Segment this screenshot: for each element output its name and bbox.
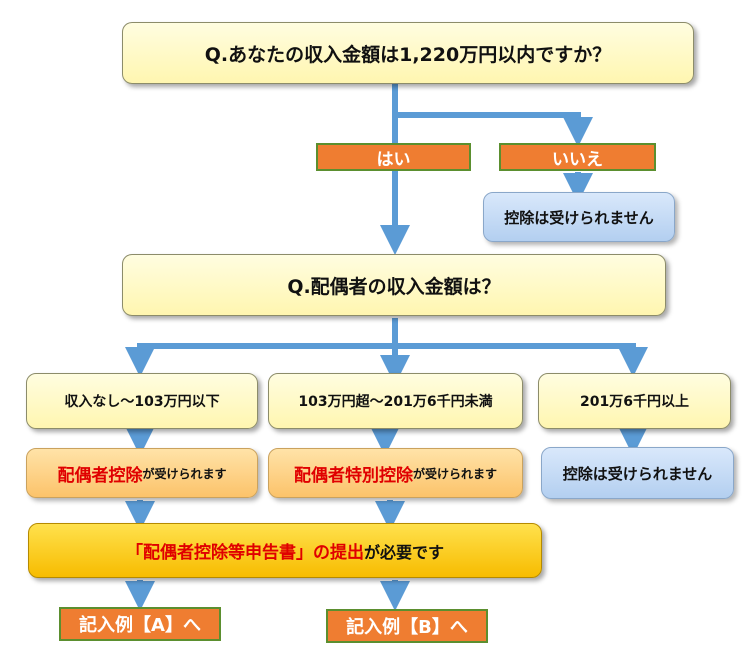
range-mid-box: 103万円超～201万6千円未満: [268, 373, 523, 429]
declaration-requirement: 「配偶者控除等申告書」の提出 が必要です: [28, 523, 542, 578]
range-low-box: 収入なし～103万円以下: [26, 373, 258, 429]
range-high-box: 201万6千円以上: [538, 373, 731, 429]
special-deduction-result: 配偶者特別控除 が受けられます: [268, 448, 523, 498]
spouse-deduction-result: 配偶者控除 が受けられます: [26, 448, 258, 498]
question-spouse-income: Q.配偶者の収入金額は？: [122, 254, 666, 316]
arrow-q2-left: [125, 343, 395, 377]
special-deduction-emphasis: 配偶者特別控除: [293, 465, 413, 486]
special-deduction-suffix: が受けられます: [412, 466, 497, 481]
question-income: Q.あなたの収入金額は1,220万円以内ですか？: [122, 22, 694, 84]
no-deduction-box: 控除は受けられません: [483, 192, 675, 242]
answer-yes-label: はい: [316, 143, 471, 171]
example-b-label: 記入例【B】へ: [326, 609, 488, 643]
answer-no-label: いいえ: [499, 143, 656, 171]
arrow-q2-right: [395, 343, 648, 377]
spouse-deduction-suffix: が受けられます: [142, 466, 227, 481]
declaration-requirement-emphasis: 「配偶者控除等申告書」の提出: [125, 543, 364, 563]
spouse-deduction-emphasis: 配偶者控除: [57, 465, 143, 486]
no-deduction-box-2: 控除は受けられません: [541, 447, 734, 499]
arrow-no-branch: [395, 112, 593, 147]
example-a-label: 記入例【A】へ: [59, 607, 221, 641]
declaration-requirement-suffix: が必要です: [363, 542, 444, 562]
